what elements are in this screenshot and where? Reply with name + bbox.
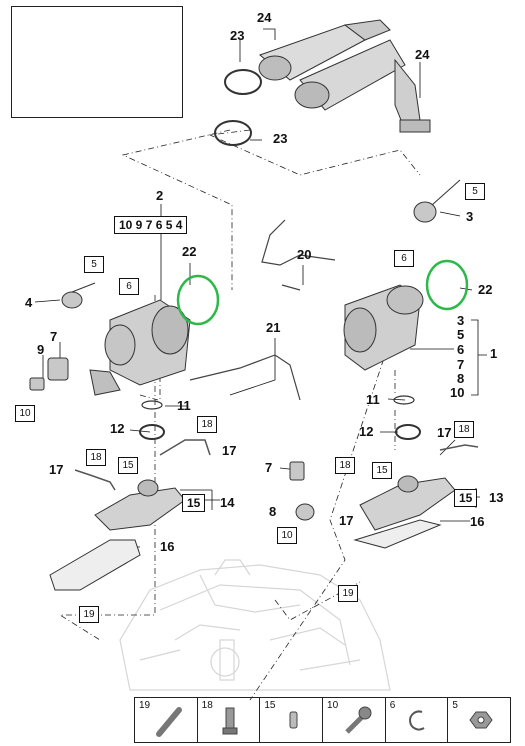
stud-icon [222,707,238,735]
legend-number: 19 [139,700,151,711]
callout-r5: 5 [457,327,465,342]
clamp-12-left [139,424,165,440]
legend-number: 6 [389,700,396,711]
gasket-16-right [353,519,442,549]
seal-ring-11-right [393,395,415,405]
box-18-right-b: 18 [335,457,355,474]
pin-icon [156,707,182,737]
legend-number: 5 [452,700,458,711]
catalytic-converter-lower [294,39,431,133]
legend-number: 10 [327,700,339,711]
exhaust-manifold-right [359,475,456,531]
callout-r8: 8 [457,371,465,386]
box-19-right: 19 [338,585,358,602]
engine-block-ghost [119,559,391,691]
legend-cell-18: 18 [198,698,261,742]
vehicle-thumbnail-frame [11,6,183,118]
legend-cell-19: 19 [135,698,198,742]
actuator-right [413,179,461,223]
callout-leaders [34,28,487,548]
clamp-23-lower [214,120,252,146]
exhaust-manifold-left [94,479,186,531]
legend-cell-15: 15 [260,698,324,742]
callout-24-lower: 24 [415,47,430,62]
callout-9: 9 [37,342,45,357]
box-6-left: 6 [119,278,139,295]
nut-icon [469,711,493,729]
callout-8-mid: 8 [269,504,277,519]
clamp-12-right [395,424,421,440]
callout-20: 20 [297,247,312,262]
callout-22-left: 22 [182,244,197,259]
seal-ring-11-left [141,400,163,410]
callout-16-left: 16 [160,539,175,554]
turbocharger-right [343,284,424,371]
oxygen-sensor-20 [261,219,336,291]
leader-lines [58,129,421,701]
clip-icon [408,710,425,731]
callout-23-upper: 23 [230,28,245,43]
clamp-23-upper [224,69,262,95]
box-18-left-a: 18 [197,416,217,433]
callout-r7: 7 [457,357,465,372]
callout-24-upper: 24 [257,10,272,25]
callout-11-right: 11 [366,392,380,407]
callout-7-left: 7 [50,329,58,344]
box-5-right: 5 [465,183,485,200]
callout-r10: 10 [450,385,465,400]
box-15-right: 15 [372,462,392,479]
callout-17-left-a: 17 [49,462,64,477]
callout-7-mid: 7 [265,460,273,475]
box-18-left-b: 18 [86,449,106,466]
callout-13: 13 [489,490,504,505]
box-6-right: 6 [394,250,414,267]
pipe-17-right [439,444,479,451]
pressure-part-8-mid [295,503,315,521]
callout-17-right: 17 [437,425,452,440]
oxygen-sensor-21 [189,354,301,401]
box-5-left: 5 [84,256,104,273]
gasket-16-left [49,539,141,591]
box-10-mid: 10 [277,527,297,544]
callout-17-left-b: 17 [222,443,237,458]
box-10-left: 10 [15,405,35,422]
sleeve-icon [289,711,298,729]
pressure-part-7-mid [289,461,305,481]
legend-number: 15 [264,700,276,711]
actuator-left [29,282,96,391]
catalytic-converter-upper [258,19,391,81]
callout-22-right: 22 [478,282,493,297]
callout-12-right: 12 [359,424,374,439]
group-15-right: 15 [454,489,478,507]
callout-r6: 6 [457,342,465,357]
legend-cell-6: 6 [386,698,449,742]
callout-21: 21 [266,320,281,335]
box-19-left: 19 [79,606,99,623]
callout-11-left: 11 [177,398,191,413]
legend-cell-10: 10 [323,698,386,742]
group-15-left: 15 [182,494,206,512]
callout-23-lower: 23 [273,131,288,146]
callout-3-top: 3 [466,209,474,224]
callout-16-right: 16 [470,514,485,529]
callout-r3: 3 [457,313,465,328]
legend-number: 18 [201,700,213,711]
callout-17-mid: 17 [339,513,354,528]
callout-1: 1 [490,346,498,361]
callout-12-left: 12 [110,421,125,436]
turbocharger-left [89,299,191,396]
gasket-22-left [176,274,220,326]
small-parts-legend: 19 18 15 10 6 5 [134,697,511,743]
callout-4: 4 [25,295,33,310]
box-15-left: 15 [118,457,138,474]
legend-cell-5: 5 [448,698,510,742]
pipe-17-left-b [159,439,211,456]
box-18-right-a: 18 [454,421,474,438]
callout-14: 14 [220,495,235,510]
gasket-22-right [425,259,469,311]
pipe-17-left [74,469,116,491]
left-component-group: 10 9 7 6 5 4 [114,216,188,234]
callout-2: 2 [156,188,164,203]
screw-icon [345,706,372,734]
